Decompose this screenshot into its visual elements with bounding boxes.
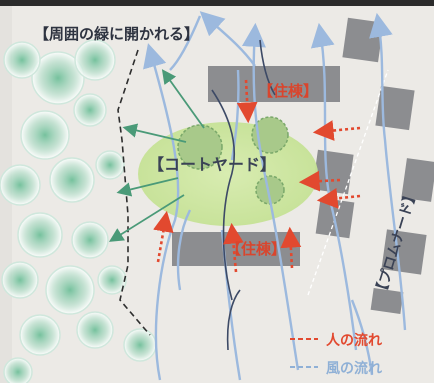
label-surrounding-green: 【周囲の緑に開かれる】: [34, 25, 199, 43]
surrounding-trees: [0, 39, 157, 383]
courtyard-trees: [177, 116, 289, 205]
promenade-block-7: [370, 288, 404, 314]
label-residential-top: 【住棟】: [258, 82, 318, 100]
promenade-block-6: [381, 229, 427, 275]
label-courtyard: 【コートヤード】: [148, 155, 276, 174]
promenade-path-line: [307, 69, 389, 296]
legend-people-label: 人の流れ: [326, 332, 382, 349]
promenade-block-2: [375, 85, 415, 131]
promenade-block-5: [401, 158, 434, 202]
people-flow-arrows: [153, 79, 361, 273]
top-edge-bar: [0, 0, 434, 6]
promenade-block-1: [342, 17, 384, 63]
label-residential-bottom: 【住棟】: [226, 240, 286, 258]
residential-block-top: [208, 66, 340, 102]
green-opening-arrows: [108, 69, 205, 242]
site-boundary-line: [117, 49, 151, 336]
legend-wind-label: 風の流れ: [326, 360, 382, 377]
legend: 人の流れ 風の流れ: [290, 332, 382, 377]
flow-lines-dark: [211, 39, 276, 351]
promenade-block-3: [312, 149, 354, 195]
